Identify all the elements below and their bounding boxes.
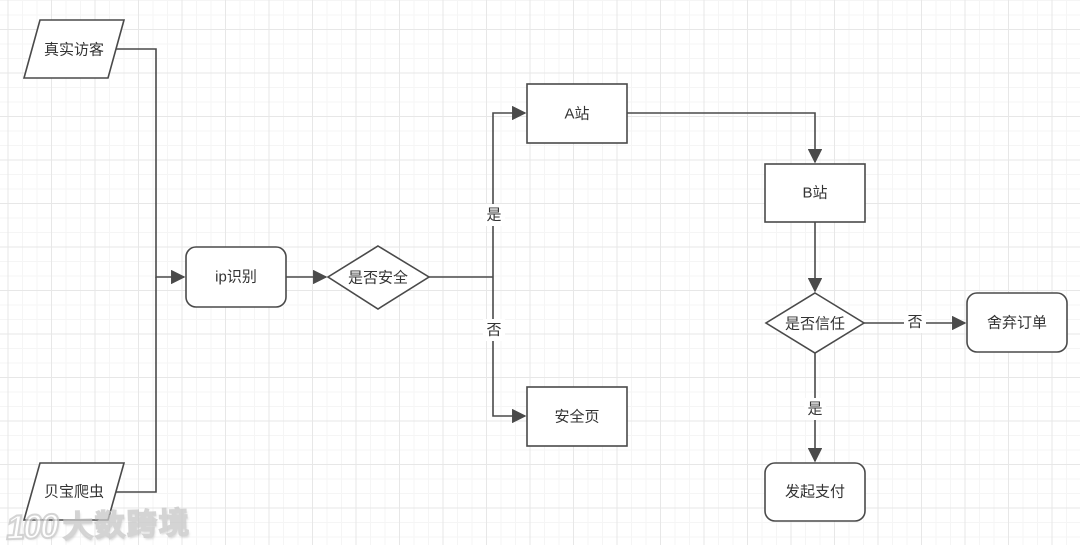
svg-text:是: 是 <box>486 207 501 224</box>
edge-label-trust-yes: 是 <box>804 398 826 420</box>
svg-text:否: 否 <box>907 314 922 331</box>
edge-labels: 是 否 否 是 <box>483 204 926 420</box>
node-initiate-payment: 发起支付 <box>764 462 866 522</box>
svg-text:否: 否 <box>486 322 501 339</box>
node-paypal-crawler: 贝宝爬虫 <box>22 462 126 521</box>
node-is-trusted-label: 是否信任 <box>785 316 845 333</box>
node-is-trusted: 是否信任 <box>764 292 866 354</box>
node-site-b: B站 <box>764 163 866 223</box>
node-is-safe: 是否安全 <box>326 245 431 310</box>
node-site-a: A站 <box>526 83 628 144</box>
nodes: 真实访客 贝宝爬虫 ip识别 是否安全 A站 B站 <box>22 19 1068 522</box>
edge-label-safe-no: 否 <box>483 319 505 341</box>
edge-is-safe-no-to-safe-page <box>492 277 527 424</box>
edge-paypal-crawler-to-ip-recognition <box>116 277 157 493</box>
node-initiate-payment-label: 发起支付 <box>785 484 845 501</box>
node-site-a-label: A站 <box>564 106 589 123</box>
node-abandon-order: 舍弃订单 <box>966 292 1068 353</box>
svg-text:是: 是 <box>807 401 822 418</box>
edge-real-visitor-to-ip-recognition <box>116 48 186 285</box>
edge-label-safe-yes: 是 <box>483 204 505 226</box>
node-ip-recognition-label: ip识别 <box>215 269 257 286</box>
node-paypal-crawler-label: 贝宝爬虫 <box>44 484 104 501</box>
node-site-b-label: B站 <box>802 185 827 202</box>
edge-is-safe-yes-to-site-a <box>492 105 527 277</box>
edge-site-a-to-site-b <box>627 112 823 164</box>
node-ip-recognition: ip识别 <box>185 246 287 308</box>
node-is-safe-label: 是否安全 <box>348 269 408 287</box>
node-real-visitor: 真实访客 <box>22 19 126 79</box>
node-real-visitor-label: 真实访客 <box>44 41 104 59</box>
edge-label-trust-no: 否 <box>904 311 926 333</box>
node-safe-page-label: 安全页 <box>554 408 599 426</box>
node-abandon-order-label: 舍弃订单 <box>987 315 1047 332</box>
node-safe-page: 安全页 <box>526 386 628 447</box>
